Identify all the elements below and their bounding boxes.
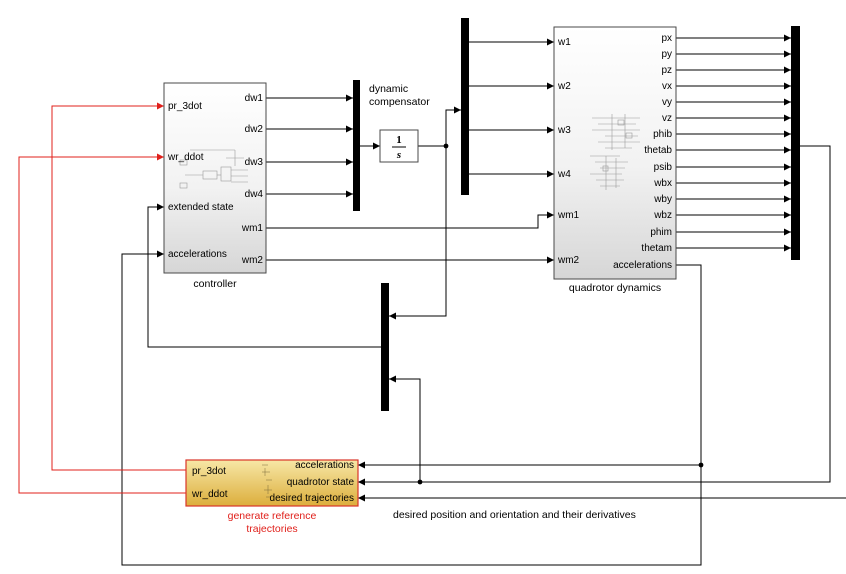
reference-internal-sketch bbox=[262, 464, 272, 498]
wire-quadrotor-state bbox=[358, 145, 831, 486]
wire-integrator-demux bbox=[418, 106, 461, 147]
controller-input-extended-state: extended state bbox=[168, 202, 234, 213]
quadrotor-input-w3: w3 bbox=[557, 125, 571, 136]
quadrotor-output-vy: vy bbox=[662, 97, 672, 108]
quadrotor-input-w2: w2 bbox=[557, 81, 571, 92]
integrator-block[interactable]: 1 s bbox=[379, 129, 419, 163]
controller-block[interactable]: pr_3dot wr_ddot extended state accelerat… bbox=[163, 82, 267, 274]
controller-output-wm2: wm2 bbox=[241, 255, 264, 266]
quadrotor-output-phim: phim bbox=[650, 227, 672, 238]
wire-integrator-mux3 bbox=[389, 146, 447, 320]
quadrotor-output-thetam: thetam bbox=[641, 243, 672, 254]
wire-accelerations bbox=[358, 264, 702, 469]
integrator-denominator: s bbox=[396, 149, 401, 161]
wire-wr-ddot bbox=[18, 153, 186, 494]
quadrotor-dynamics-block[interactable]: w1 w2 w3 w4 wm1 wm2 px py pz vx vy vz ph… bbox=[553, 26, 677, 280]
controller-input-pr-3dot: pr_3dot bbox=[168, 101, 202, 112]
wires-state-outputs bbox=[676, 34, 791, 252]
compensator-caption-line2: compensator bbox=[369, 96, 430, 108]
reference-generator-block[interactable]: pr_3dot wr_ddot accelerations quadrotor … bbox=[185, 459, 359, 507]
controller-output-dw1: dw1 bbox=[245, 93, 264, 104]
controller-output-wm1: wm1 bbox=[241, 223, 264, 234]
reference-caption-line2: trajectories bbox=[246, 523, 297, 535]
controller-internal-sketch bbox=[179, 149, 248, 189]
controller-output-dw2: dw2 bbox=[245, 124, 264, 135]
controller-input-accelerations: accelerations bbox=[168, 249, 227, 260]
quadrotor-output-phib: phib bbox=[653, 129, 672, 140]
quadrotor-output-accelerations: accelerations bbox=[613, 260, 672, 271]
reference-output-wr-ddot: wr_ddot bbox=[191, 489, 228, 500]
quadrotor-output-px: px bbox=[661, 33, 672, 44]
branch-dot bbox=[443, 143, 449, 149]
quadrotor-output-vx: vx bbox=[662, 81, 672, 92]
controller-input-wr-ddot: wr_ddot bbox=[167, 152, 204, 163]
desired-trajectories-annotation: desired position and orientation and the… bbox=[393, 509, 636, 521]
wire-state-mux3 bbox=[389, 375, 421, 482]
quadrotor-output-psib: psib bbox=[654, 162, 673, 173]
reference-input-quadrotor-state: quadrotor state bbox=[287, 477, 355, 488]
reference-output-pr-3dot: pr_3dot bbox=[192, 466, 226, 477]
wire-accelerations-controller bbox=[121, 250, 702, 566]
controller-output-dw3: dw3 bbox=[245, 157, 264, 168]
mux-state[interactable] bbox=[791, 26, 800, 260]
wire-extended-state bbox=[147, 203, 381, 348]
quadrotor-output-wby: wby bbox=[653, 194, 672, 205]
integrator-numerator: 1 bbox=[396, 134, 402, 146]
reference-input-desired-trajectories: desired trajectories bbox=[270, 493, 354, 504]
quadrotor-output-pz: pz bbox=[661, 65, 672, 76]
quadrotor-input-w1: w1 bbox=[557, 37, 571, 48]
quadrotor-output-thetab: thetab bbox=[644, 145, 672, 156]
quadrotor-caption: quadrotor dynamics bbox=[569, 282, 661, 294]
quadrotor-output-wbz: wbz bbox=[653, 210, 672, 221]
wire-pr-3dot bbox=[51, 102, 186, 471]
wire-wm1 bbox=[266, 211, 554, 229]
signal-wires bbox=[18, 34, 846, 566]
controller-caption: controller bbox=[193, 278, 237, 290]
compensator-caption-line1: dynamic bbox=[369, 83, 408, 95]
quadrotor-internal-sketch bbox=[590, 114, 640, 190]
mux-extended-state[interactable] bbox=[381, 283, 389, 411]
demux-w[interactable] bbox=[461, 18, 469, 195]
quadrotor-output-wbx: wbx bbox=[653, 178, 672, 189]
quadrotor-input-wm2: wm2 bbox=[557, 255, 580, 266]
quadrotor-output-py: py bbox=[661, 49, 672, 60]
controller-output-dw4: dw4 bbox=[245, 189, 264, 200]
quadrotor-input-w4: w4 bbox=[557, 169, 571, 180]
reference-input-accelerations: accelerations bbox=[295, 460, 354, 471]
reference-caption-line1: generate reference bbox=[228, 510, 317, 522]
quadrotor-output-vz: vz bbox=[662, 113, 672, 124]
mux-dw[interactable] bbox=[353, 80, 360, 211]
quadrotor-input-wm1: wm1 bbox=[557, 210, 580, 221]
